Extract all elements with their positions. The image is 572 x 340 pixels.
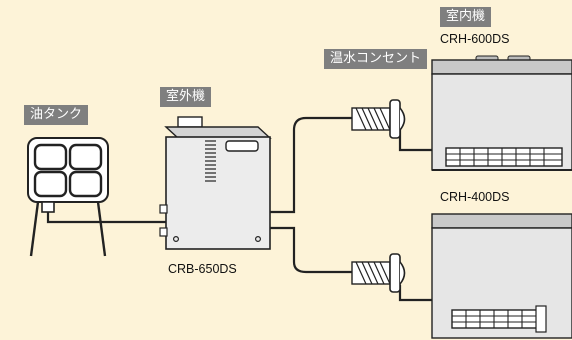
outdoor-unit xyxy=(159,116,272,250)
indoor-top-model-label: CRH-600DS xyxy=(440,32,510,46)
indoor-unit-top xyxy=(431,55,572,171)
outdoor-to-top-outlet-pipe xyxy=(270,116,352,214)
tank-to-outdoor-pipe xyxy=(46,208,166,224)
hot-water-outlet-label: 温水コンセント xyxy=(324,49,428,69)
outlet-top xyxy=(351,99,406,139)
outdoor-to-bottom-outlet-pipe xyxy=(270,226,352,274)
oil-tank-label: 油タンク xyxy=(24,105,89,125)
indoor-unit-label: 室内機 xyxy=(440,7,492,27)
indoor-unit-bottom xyxy=(431,213,572,339)
outlet-bottom xyxy=(351,253,406,293)
outdoor-unit-label: 室外機 xyxy=(160,87,212,107)
indoor-bottom-model-label: CRH-400DS xyxy=(440,190,510,204)
top-outlet-to-indoor-pipe xyxy=(398,130,432,152)
oil-tank xyxy=(27,137,109,257)
outdoor-model-label: CRB-650DS xyxy=(168,262,237,276)
bottom-outlet-to-indoor-pipe xyxy=(398,285,432,302)
